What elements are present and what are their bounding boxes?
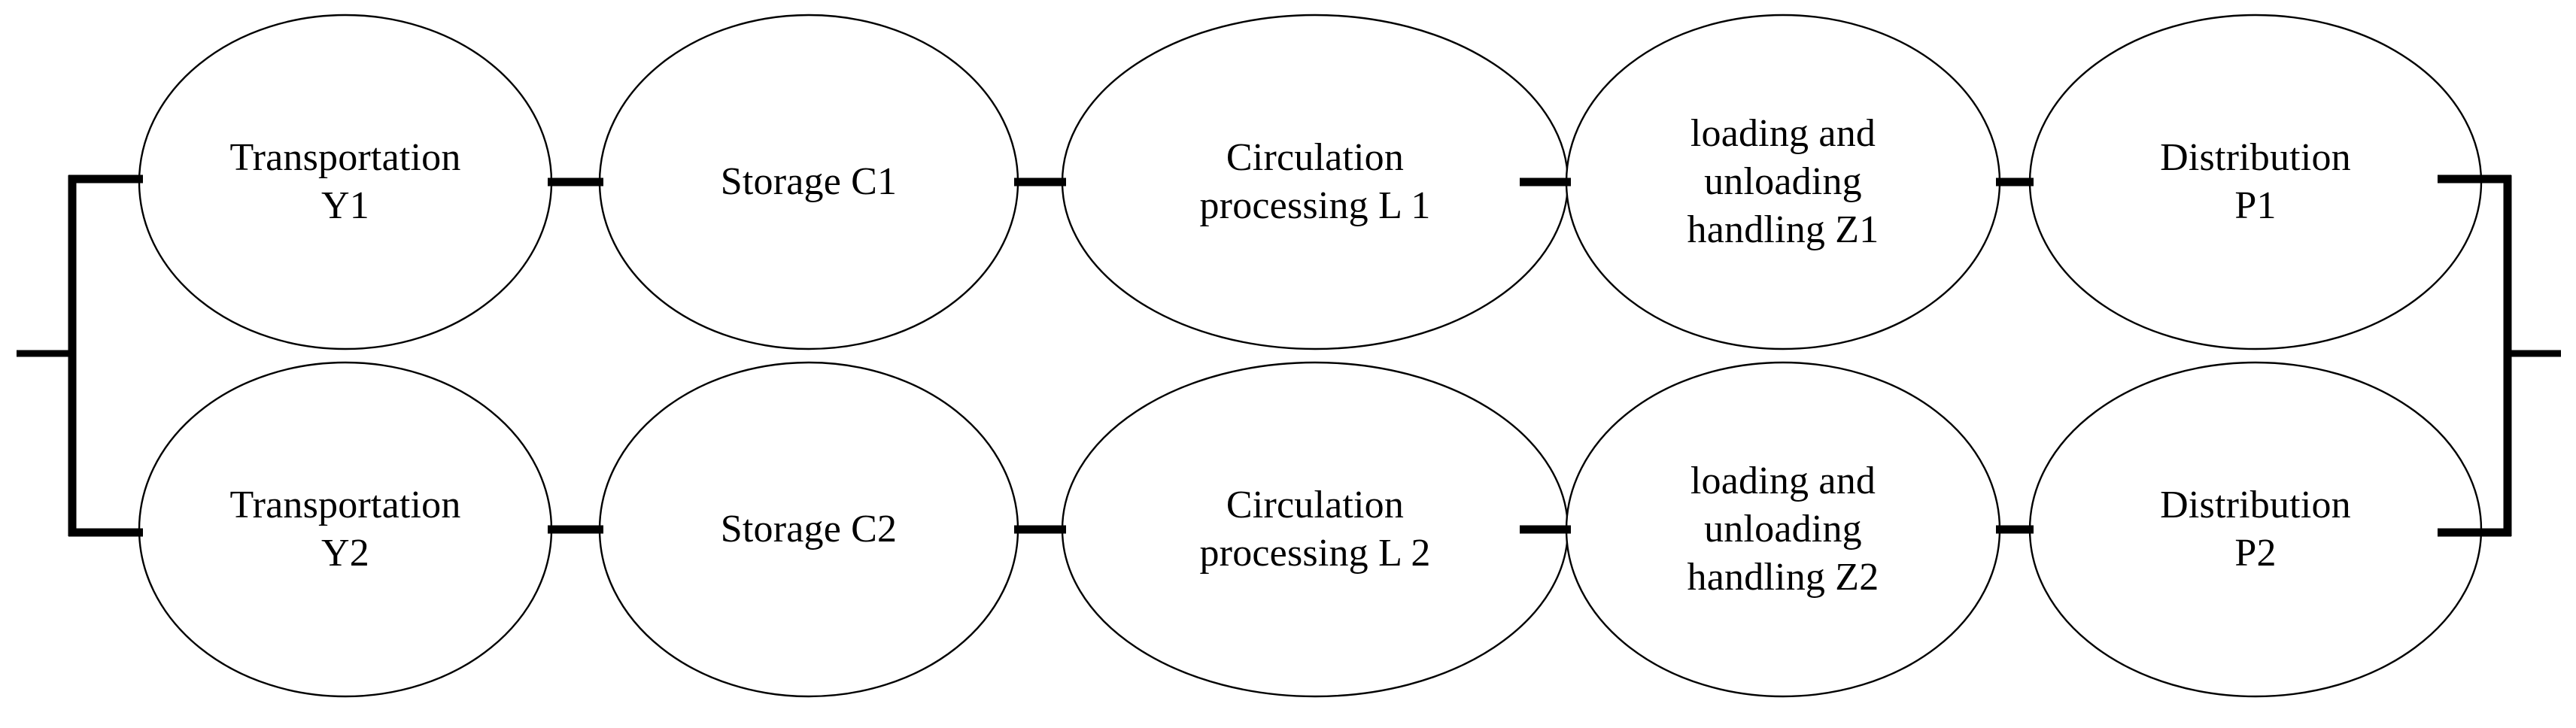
node-ellipse-C1[interactable] [598,14,1019,350]
node-ellipse-P2[interactable] [2028,361,2483,698]
row-2-nodes [138,361,2483,698]
node-ellipse-L1[interactable] [1061,14,1569,350]
row-1-nodes [138,14,2483,350]
node-ellipse-Y2[interactable] [138,361,553,698]
right-bracket [2438,174,2561,537]
node-ellipse-Y1[interactable] [138,14,553,350]
node-ellipse-P1[interactable] [2028,14,2483,350]
node-ellipse-Z1[interactable] [1565,14,2001,350]
node-ellipse-C2[interactable] [598,361,1019,698]
left-bracket [17,174,143,537]
node-ellipse-L2[interactable] [1061,361,1569,698]
node-ellipse-Z2[interactable] [1565,361,2001,698]
